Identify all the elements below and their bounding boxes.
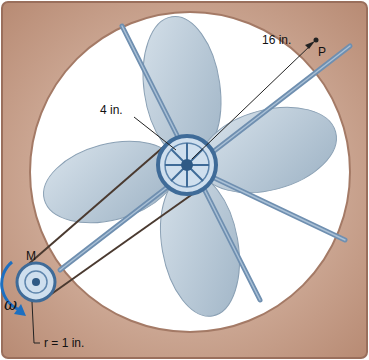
- dimension-label: 4 in.: [100, 104, 123, 117]
- dimension-label: r = 1 in.: [44, 337, 84, 350]
- part-label: M: [26, 250, 36, 263]
- point-label: P: [318, 46, 326, 59]
- dimension-label: 16 in.: [262, 34, 291, 47]
- angular-velocity-label: ω: [4, 296, 17, 314]
